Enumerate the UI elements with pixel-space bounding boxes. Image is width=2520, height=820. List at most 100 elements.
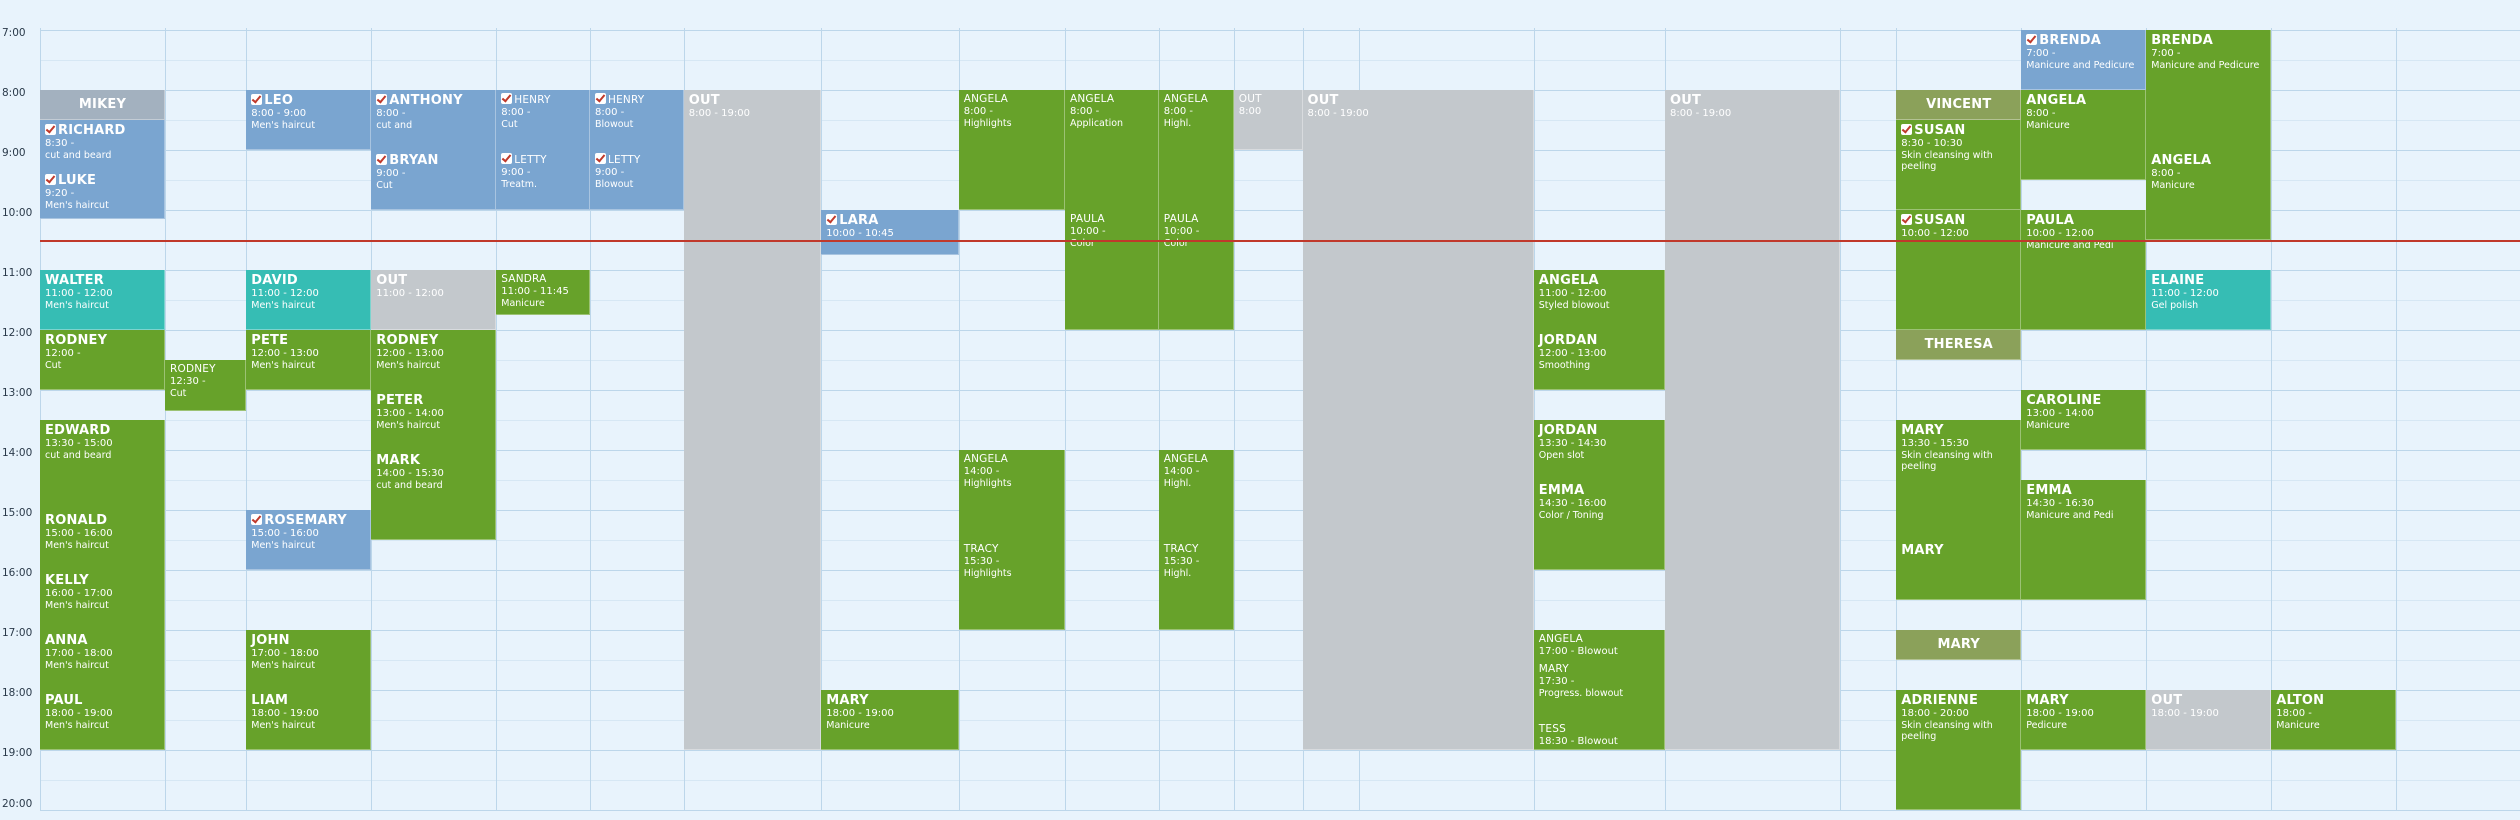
- staff-header[interactable]: VINCENT: [1896, 90, 2022, 120]
- appointment-entry[interactable]: MARY: [1901, 543, 2016, 558]
- staff-header[interactable]: MARY: [1896, 630, 2022, 660]
- appointment-entry[interactable]: VINCENT: [1901, 97, 2016, 112]
- appointment-entry[interactable]: MARY: [1901, 637, 2016, 652]
- appointment-entry[interactable]: THERESA: [1901, 337, 2016, 352]
- staff-header[interactable]: THERESA: [1896, 330, 2022, 360]
- appointment-entry[interactable]: MIKEY: [45, 97, 160, 112]
- staff-header[interactable]: MIKEY: [40, 90, 165, 120]
